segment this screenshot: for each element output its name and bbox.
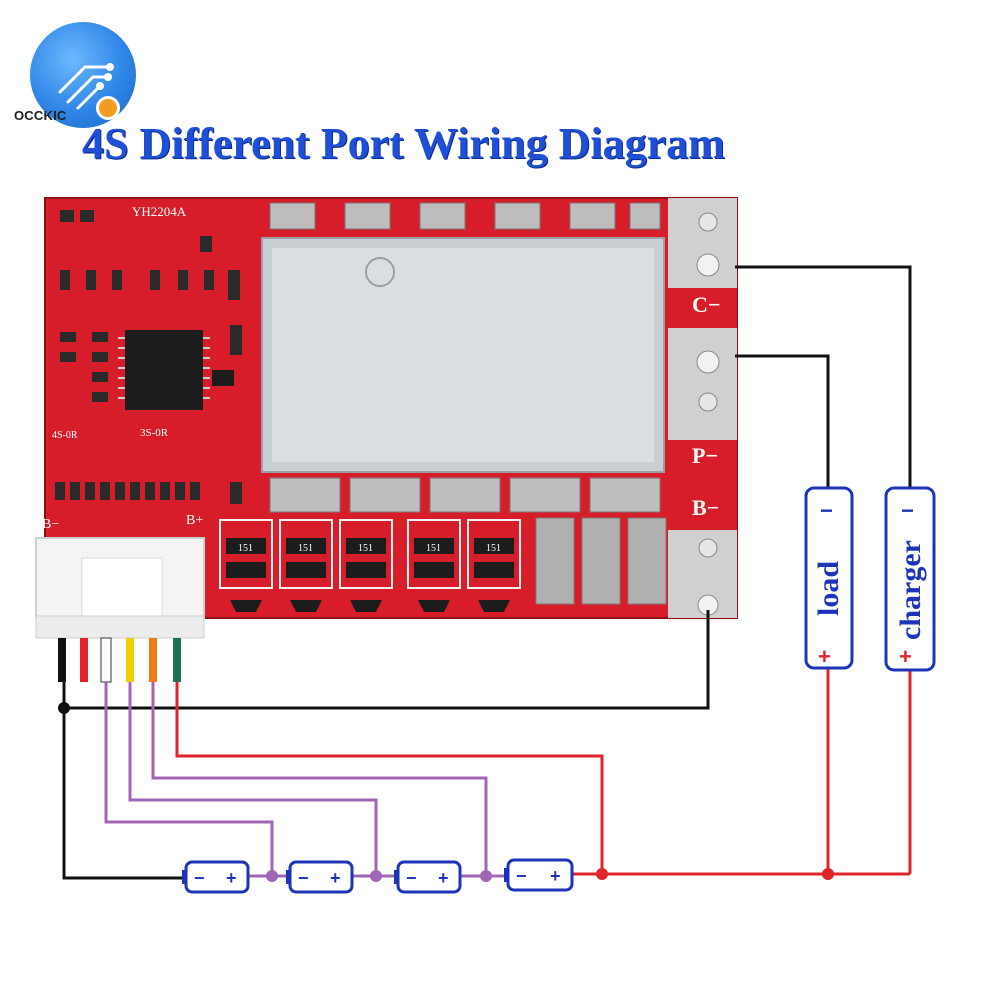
pad-label-p-minus: P− [692, 443, 718, 468]
junction-dot [822, 868, 834, 880]
pad-p-b [668, 440, 737, 530]
pad-label-c-minus: C− [692, 292, 720, 317]
smd-components [60, 210, 242, 402]
wire-battery-negative [62, 682, 188, 880]
junction-dot [58, 702, 70, 714]
cell-plus: + [330, 868, 341, 888]
balance-connector [35, 537, 205, 639]
smd-label: 151 [358, 543, 373, 554]
battery-cell-2: − + [286, 860, 354, 894]
battery-cell-1: − + [182, 860, 250, 894]
cell-minus: − [406, 868, 417, 888]
load-label: load [812, 561, 845, 616]
logo-brand-text: OCCKIC [14, 108, 67, 123]
bottom-pad-row [269, 477, 661, 513]
balance-block-4: 151 [407, 519, 461, 612]
pad-label-b-minus: B− [692, 495, 719, 520]
junction-dot [596, 868, 608, 880]
wire-p-minus-to-load [735, 354, 830, 490]
board-model-label: YH2204A [132, 204, 187, 219]
connector-label-b-minus: B− [42, 517, 59, 532]
connector-base [35, 615, 205, 639]
smd-label: 151 [298, 543, 313, 554]
pad-c-minus [668, 288, 737, 328]
wire-c-minus-to-charger [735, 265, 912, 490]
bms-board: C− P− B− [42, 197, 738, 619]
gear-icon [96, 96, 120, 120]
balance-block-5: 151 [467, 519, 521, 612]
load-minus: − [820, 498, 833, 523]
cell-minus: − [516, 866, 527, 886]
balance-block-2: 151 [279, 519, 333, 612]
diagram-title: 4S Different Port Wiring Diagram [82, 119, 725, 168]
smd-label: 151 [486, 543, 501, 554]
heat-sink-face [272, 248, 654, 462]
brand-logo [30, 22, 136, 128]
pad-hole [698, 212, 718, 232]
connector-label-b-plus: B+ [186, 513, 203, 528]
battery-cell-4: − + [504, 858, 574, 892]
board-resistor-label: 3S-0R [140, 427, 169, 439]
cell-minus: − [194, 868, 205, 888]
junction-dot [370, 870, 382, 882]
balance-block-3: 151 [339, 519, 393, 612]
load-plus: + [818, 644, 831, 669]
wire-balance-b-plus [175, 682, 604, 872]
cell-minus: − [298, 868, 309, 888]
pad-hole [698, 392, 718, 412]
balance-wires [58, 638, 181, 682]
top-pad-row [269, 202, 661, 230]
battery-cell-3: − + [394, 860, 462, 894]
board-side-label: 4S-0R [52, 430, 78, 441]
junction-dot [480, 870, 492, 882]
pad-hole [696, 350, 720, 374]
pad-hole [698, 538, 718, 558]
balance-block-1: 151 [219, 519, 273, 612]
smd-label: 151 [238, 543, 253, 554]
cell-plus: + [226, 868, 237, 888]
wire-balance-2 [128, 682, 378, 876]
bms-ic-chip [125, 330, 203, 410]
circuit-logo-icon [58, 63, 114, 110]
wire-balance-3 [151, 682, 488, 876]
smd-label: 151 [426, 543, 441, 554]
cell-plus: + [550, 866, 561, 886]
wire-balance-1 [104, 682, 274, 876]
charger-plus: + [899, 644, 912, 669]
heat-sink-mark [365, 257, 395, 287]
ic-pins [118, 337, 210, 399]
cell-plus: + [438, 868, 449, 888]
smd-resistor-row [55, 482, 242, 504]
charger-minus: − [901, 498, 914, 523]
charger-device: − + charger [884, 486, 936, 672]
power-pads [535, 517, 667, 605]
load-device: − + load [804, 486, 854, 670]
connector-face [81, 557, 163, 619]
junction-dot [266, 870, 278, 882]
pad-hole [696, 253, 720, 277]
charger-label: charger [894, 540, 927, 640]
wire-b-minus [64, 610, 710, 710]
small-ic [212, 370, 234, 386]
